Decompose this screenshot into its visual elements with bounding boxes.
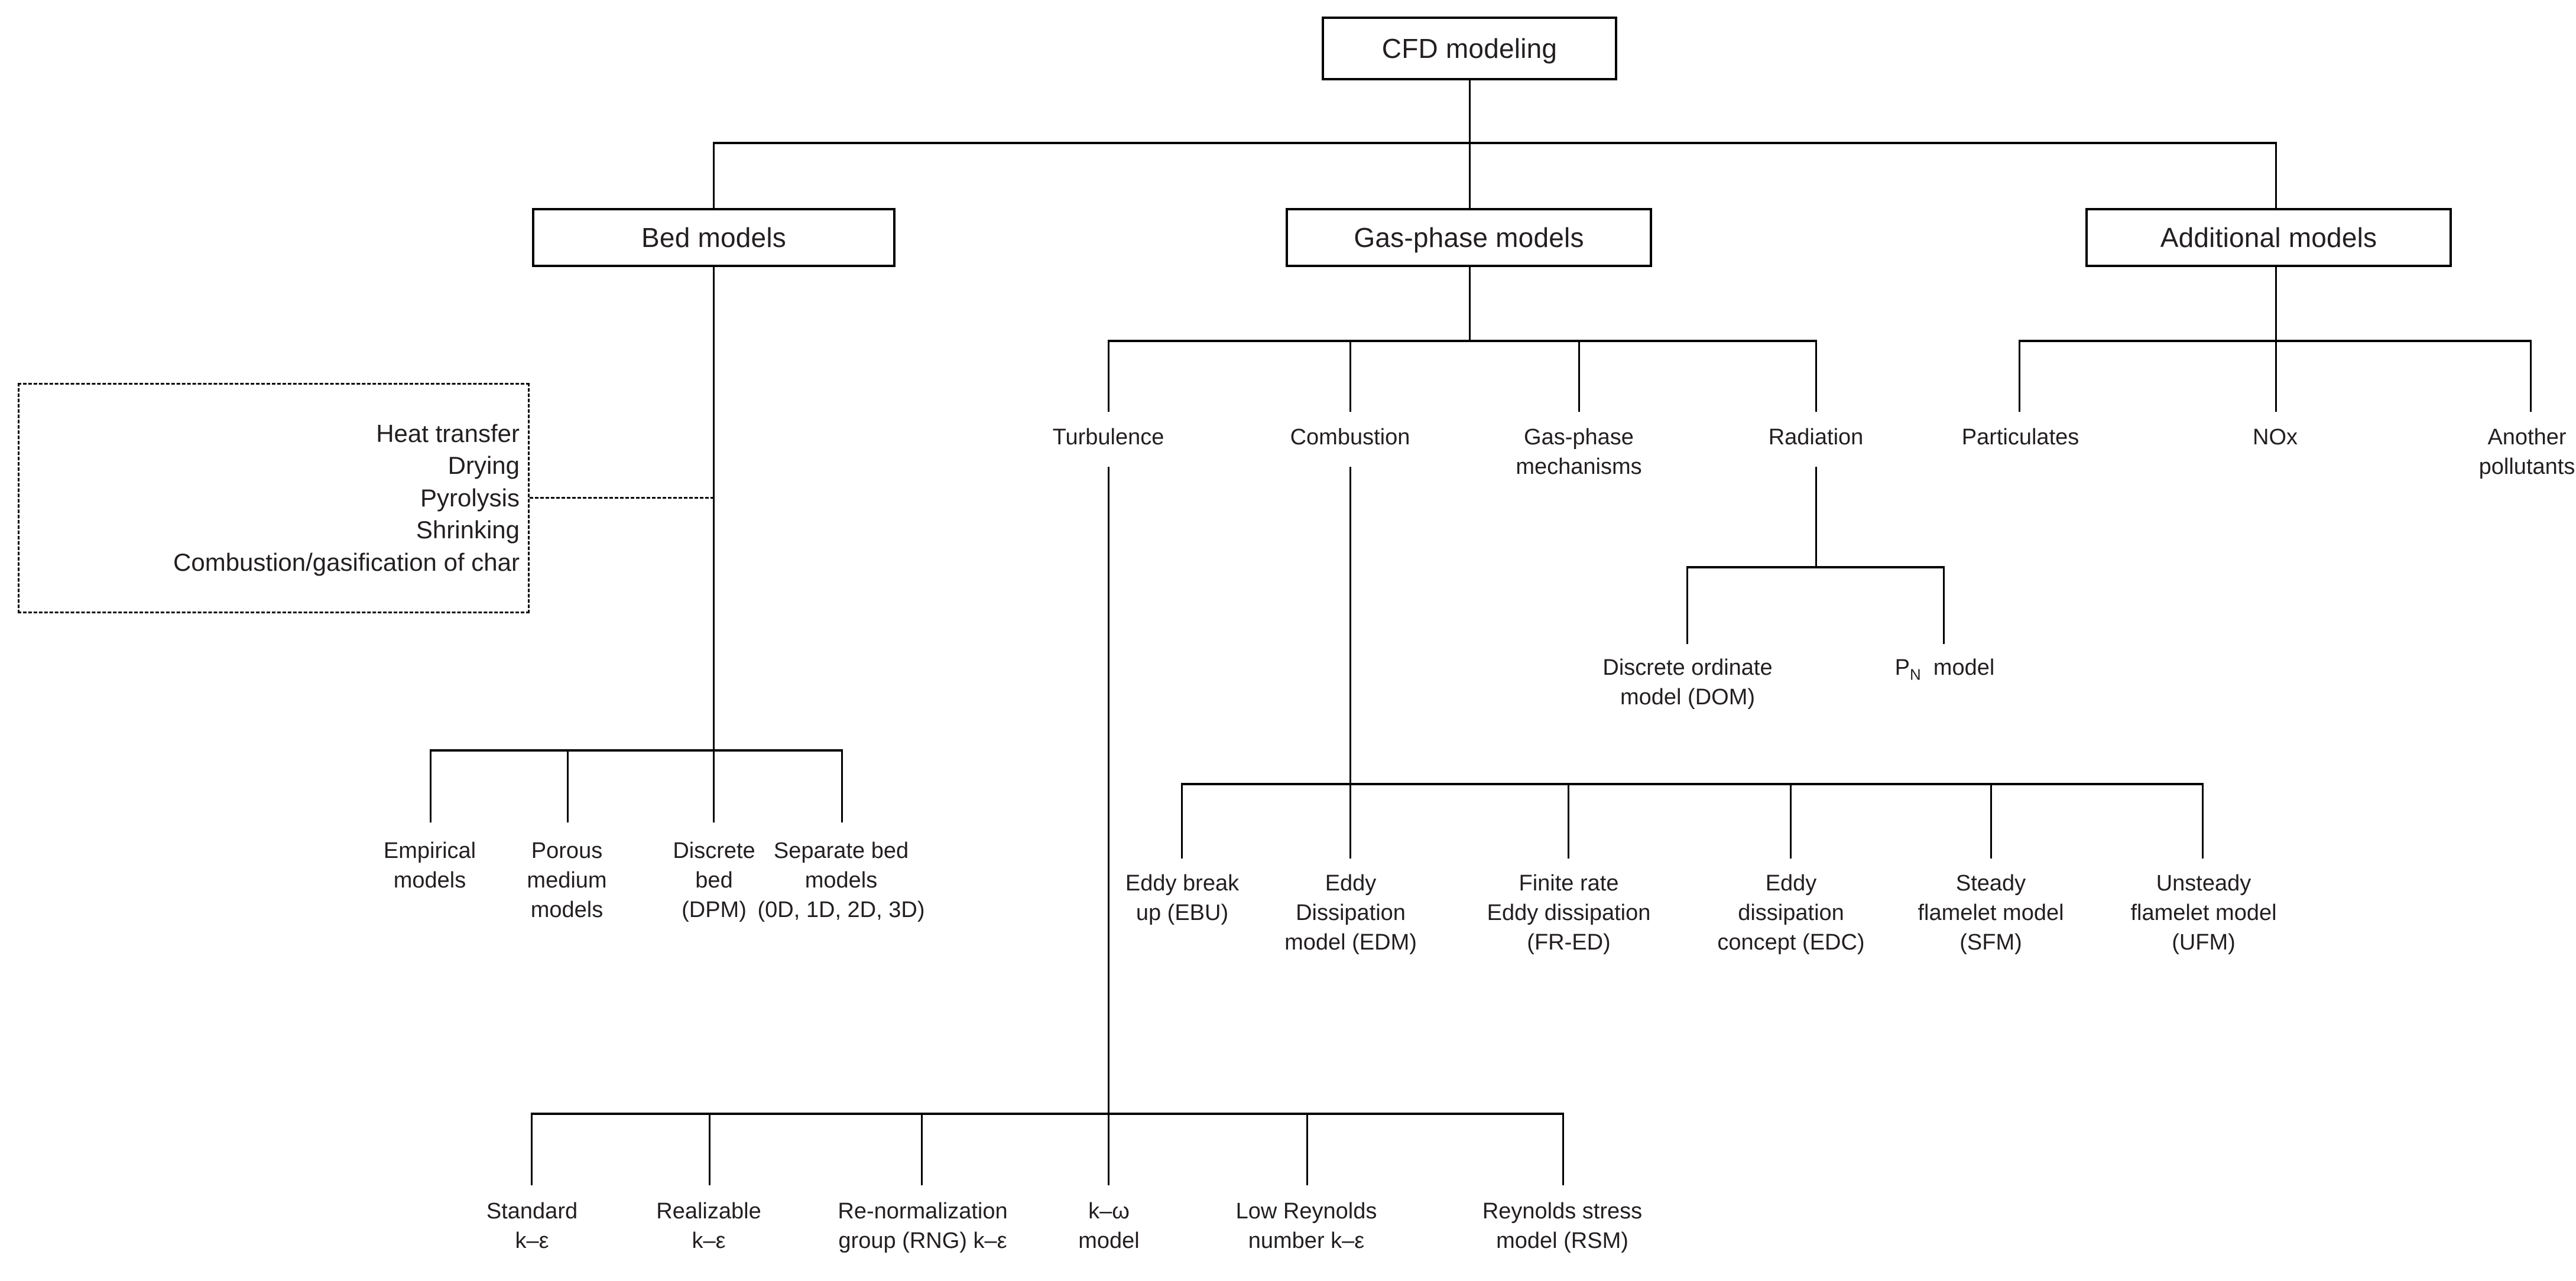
connector-combustion-child-3 xyxy=(1568,783,1569,859)
connector-radiation-child-dom xyxy=(1686,566,1688,644)
connector-gas-child-turbulence xyxy=(1108,340,1109,412)
connector-turbulence-child-4 xyxy=(1108,1113,1109,1185)
connector-bed-child-2 xyxy=(567,749,569,822)
leaf-turbulence-reynolds-stress-model: Reynolds stress model (RSM) xyxy=(1482,1199,1643,1254)
leaf-additional-nox: NOx xyxy=(2253,425,2298,450)
leaf-gas-mechanisms: Gas-phase mechanisms xyxy=(1516,425,1642,480)
bed-process-line: Shrinking xyxy=(416,516,520,544)
connector-additional-child-particulates xyxy=(2019,340,2020,412)
connector-bed-processes-dashed xyxy=(530,497,714,499)
connector-combustion-child-1 xyxy=(1181,783,1183,859)
connector-root-stem xyxy=(1469,80,1471,143)
bed-process-line: Drying xyxy=(447,451,520,480)
node-cfd-modeling[interactable]: CFD modeling xyxy=(1322,17,1617,80)
connector-turbulence-child-5 xyxy=(1306,1113,1308,1185)
leaf-combustion-eddy-break-up: Eddy break up (EBU) xyxy=(1125,871,1240,926)
connector-turbulence-child-3 xyxy=(921,1113,923,1185)
leaf-gas-combustion: Combustion xyxy=(1290,425,1410,450)
connector-combustion-child-4 xyxy=(1790,783,1792,859)
leaf-combustion-eddy-dissipation-model: Eddy Dissipation model (EDM) xyxy=(1284,871,1417,955)
connector-gas-child-radiation xyxy=(1815,340,1817,412)
connector-combustion-child-6 xyxy=(2202,783,2204,859)
connector-additional-child-nox xyxy=(2275,340,2277,412)
connector-turbulence-child-2 xyxy=(709,1113,710,1185)
connector-radiation-child-pn xyxy=(1943,566,1945,644)
connector-bed-child-4 xyxy=(841,749,843,822)
leaf-radiation-discrete-ordinate-model: Discrete ordinate model (DOM) xyxy=(1602,655,1773,710)
connector-combustion-child-2 xyxy=(1349,783,1351,859)
leaf-turbulence-realizable-k-epsilon: Realizable k–ε xyxy=(656,1199,761,1254)
bed-process-line: Heat transfer xyxy=(376,419,520,447)
connector-bed-spine xyxy=(713,267,715,750)
leaf-bed-empirical-models: Empirical models xyxy=(383,838,476,893)
connector-combustion-spine xyxy=(1349,467,1351,784)
leaf-gas-turbulence: Turbulence xyxy=(1052,425,1164,450)
connector-additional-stem xyxy=(2275,267,2277,340)
leaf-turbulence-low-reynolds-number-k-epsilon: Low Reynolds number k–ε xyxy=(1235,1199,1377,1254)
leaf-bed-porous-medium-models: Porous medium models xyxy=(527,838,607,923)
leaf-bed-discrete-bed-dpm: Discrete bed (DPM) xyxy=(673,838,755,923)
connector-bus-to-gas xyxy=(1469,142,1471,208)
leaf-combustion-steady-flamelet-model: Steady flamelet model (SFM) xyxy=(1918,871,2064,955)
leaf-bed-separate-bed-models: Separate bed models (0D, 1D, 2D, 3D) xyxy=(757,838,925,923)
bed-process-line: Combustion/gasification of char xyxy=(173,548,520,576)
leaf-turbulence-k-omega-model: k–ω model xyxy=(1078,1199,1140,1254)
leaf-additional-particulates: Particulates xyxy=(1961,425,2079,450)
leaf-additional-another-pollutants: Another pollutants xyxy=(2478,425,2575,480)
connector-bed-child-1 xyxy=(430,749,432,822)
connector-bus-to-bed xyxy=(713,142,715,208)
leaf-combustion-unsteady-flamelet-model: Unsteady flamelet model (UFM) xyxy=(2130,871,2277,955)
node-gas-phase-models[interactable]: Gas-phase models xyxy=(1286,208,1652,267)
connector-bed-children-bus xyxy=(430,749,843,752)
leaf-gas-radiation: Radiation xyxy=(1768,425,1864,450)
connector-gas-child-combustion xyxy=(1349,340,1351,412)
node-additional-models-label: Additional models xyxy=(2160,222,2377,253)
node-bed-models-label: Bed models xyxy=(641,222,786,253)
connector-radiation-spine xyxy=(1815,467,1817,567)
connector-gas-child-mechanisms xyxy=(1578,340,1580,412)
node-cfd-modeling-label: CFD modeling xyxy=(1381,32,1558,64)
bed-processes-box: Heat transfer Drying Pyrolysis Shrinking… xyxy=(18,383,530,613)
connector-combustion-children-bus xyxy=(1181,783,2204,785)
leaf-turbulence-standard-k-epsilon: Standard k–ε xyxy=(486,1199,578,1254)
connector-turbulence-children-bus xyxy=(531,1113,1564,1115)
connector-turbulence-child-6 xyxy=(1562,1113,1564,1185)
node-gas-phase-models-label: Gas-phase models xyxy=(1354,222,1584,253)
connector-root-bus xyxy=(713,142,2277,144)
leaf-radiation-pn-model: PN model xyxy=(1894,655,1995,684)
connector-additional-child-another-pollutants xyxy=(2530,340,2532,412)
connector-turbulence-child-1 xyxy=(531,1113,533,1185)
node-bed-models[interactable]: Bed models xyxy=(532,208,896,267)
leaf-combustion-eddy-dissipation-concept: Eddy dissipation concept (EDC) xyxy=(1717,871,1865,955)
node-additional-models[interactable]: Additional models xyxy=(2085,208,2452,267)
connector-radiation-children-bus xyxy=(1686,566,1945,568)
connector-gas-stem xyxy=(1469,267,1471,340)
connector-gas-children-bus xyxy=(1108,340,1817,342)
connector-bus-to-additional xyxy=(2275,142,2277,208)
connector-turbulence-spine xyxy=(1108,467,1109,1114)
leaf-combustion-finite-rate-eddy-dissipation: Finite rate Eddy dissipation (FR-ED) xyxy=(1487,871,1651,955)
connector-bed-child-3 xyxy=(713,749,715,822)
bed-process-line: Pyrolysis xyxy=(420,483,520,512)
connector-combustion-child-5 xyxy=(1990,783,1992,859)
leaf-turbulence-rng-k-epsilon: Re-normalization group (RNG) k–ε xyxy=(838,1199,1008,1254)
